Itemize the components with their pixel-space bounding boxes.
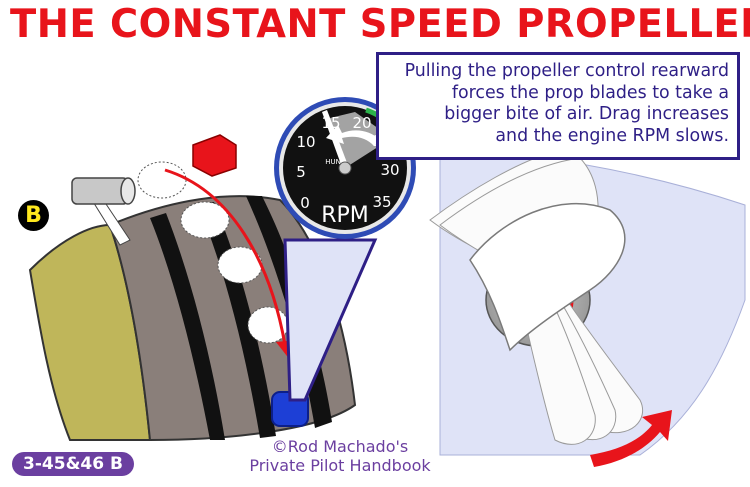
- quadrant-stripe-2: [198, 202, 276, 438]
- tach-label-35: 35: [372, 193, 391, 211]
- throttle-knob-end: [120, 177, 136, 205]
- needle-sweep: [330, 112, 392, 168]
- credit-line-2: Private Pilot Handbook: [249, 456, 431, 475]
- figure-id-badge: 3-45&46 B: [12, 452, 134, 476]
- page-title: THE CONSTANT SPEED PROPELLER: [10, 2, 750, 47]
- callout-line-1: Pulling the propeller control rearward: [404, 61, 729, 81]
- gauge-zoom-beam: [283, 238, 378, 402]
- lever-motion-arrow: [164, 168, 287, 346]
- tach-unit-label: RPM: [321, 203, 369, 228]
- credit-line-1: ©Rod Machado's: [271, 437, 409, 456]
- gauge-center: [338, 161, 352, 175]
- tach-label-5: 5: [296, 163, 306, 181]
- callout-line-2: forces the prop blades to take a: [451, 82, 729, 103]
- callout-box: Pulling the propeller control rearward f…: [376, 52, 740, 160]
- needle-arrow: [326, 125, 380, 146]
- prop-blade-main: [469, 202, 626, 352]
- figure-marker: B: [18, 200, 49, 231]
- tach-label-20: 20: [352, 114, 371, 132]
- callout-line-3: bigger bite of air. Drag increases: [444, 104, 729, 124]
- prop-knob-start: [192, 134, 237, 177]
- tach-label-30: 30: [380, 161, 399, 179]
- credit-text: ©Rod Machado's Private Pilot Handbook: [230, 437, 450, 475]
- tach-label-10: 10: [296, 133, 315, 151]
- prop-lever-ghost-1: [137, 161, 187, 199]
- throttle-knob: [71, 177, 129, 205]
- tach-sub-label: HUN: [325, 158, 341, 166]
- callout-line-4: and the engine RPM slows.: [495, 125, 729, 146]
- quadrant-stripe-1: [150, 213, 225, 440]
- rotation-arrow: [590, 410, 672, 467]
- throttle-lever: [71, 177, 136, 246]
- prop-lever-ghost-2: [180, 201, 230, 239]
- propeller-illustration: [429, 149, 746, 467]
- tach-label-0: 0: [300, 194, 310, 212]
- tach-label-15: 15: [321, 114, 340, 132]
